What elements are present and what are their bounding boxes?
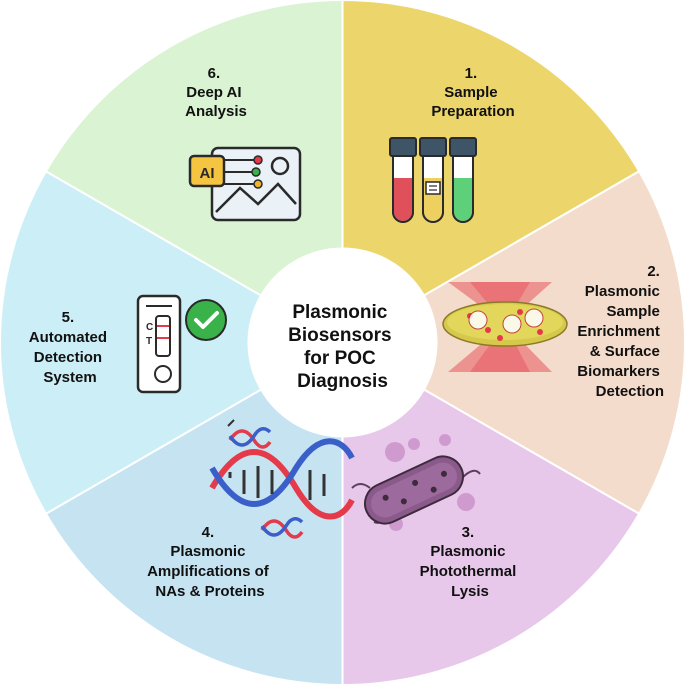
laser-chip-icon (442, 282, 568, 372)
sector-sample-preparation (341, 0, 641, 345)
label-enrichment-detection: 2. Plasmonic Sample Enrichment & Surface… (577, 263, 664, 400)
svg-text:AI: AI (200, 165, 215, 182)
svg-text:C: C (146, 322, 153, 333)
sector-photothermal-lysis (341, 340, 641, 685)
test-cassette-icon: C T (136, 294, 227, 394)
label-sample-preparation: 1. Sample Preparation (431, 65, 514, 120)
bacterium-icon (351, 434, 481, 531)
label-amplification: 4. Plasmonic Amplifications of NAs & Pro… (147, 524, 273, 600)
svg-text:T: T (146, 336, 152, 347)
center-title: Plasmonic Biosensors for POC Diagnosis (288, 302, 397, 392)
label-automated-detection: 5. Automated Detection System (29, 309, 112, 386)
ai-image-icon: AI (188, 146, 302, 222)
label-photothermal-lysis: 3. Plasmonic Photothermal Lysis (420, 524, 521, 600)
test-tubes-icon (389, 137, 477, 223)
dna-icon (209, 419, 355, 539)
label-deep-ai: 6. Deep AI Analysis (185, 65, 247, 120)
center-circle (247, 247, 438, 438)
sector-amplification (44, 340, 344, 685)
